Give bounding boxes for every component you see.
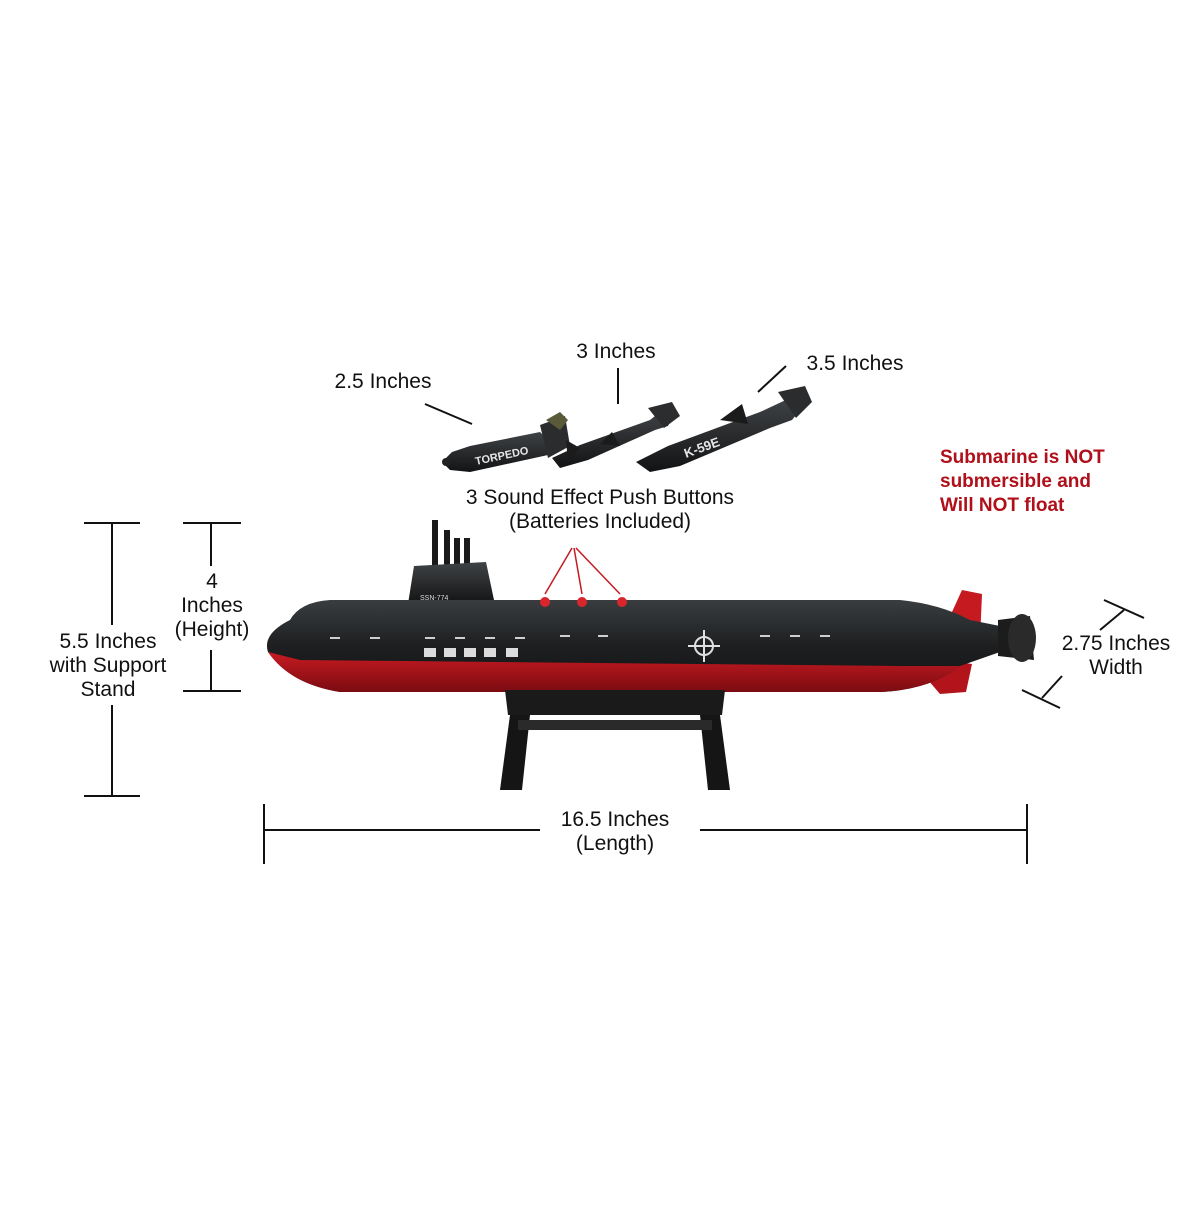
length-label-line2: (Length) bbox=[575, 832, 655, 855]
long-missile: K-59E bbox=[636, 386, 812, 472]
missile2-size-label: 3 Inches bbox=[576, 340, 656, 363]
warning-line3: Will NOT float bbox=[940, 495, 1065, 516]
sound-button[interactable] bbox=[540, 597, 550, 607]
length-label: 16.5 Inches (Length) bbox=[530, 808, 700, 856]
stand-height-label: 5.5 Inches with Support Stand bbox=[28, 630, 188, 702]
leader-line bbox=[573, 547, 583, 595]
hull-number: SSN-774 bbox=[420, 595, 449, 602]
torpedo-missile: TORPEDO bbox=[442, 412, 570, 472]
height-label-line1: 4 bbox=[206, 570, 218, 593]
height-label: 4 Inches (Height) bbox=[160, 570, 264, 642]
stand-height-dimension bbox=[84, 522, 140, 797]
stand-label-line3: Stand bbox=[80, 678, 136, 701]
missile1-size-label: 2.5 Inches bbox=[334, 370, 432, 393]
width-label-line1: 2.75 Inches bbox=[1061, 632, 1171, 655]
warning-note: Submarine is NOT submersible and Will NO… bbox=[940, 446, 1105, 518]
length-label-line1: 16.5 Inches bbox=[560, 808, 670, 831]
leader-line bbox=[757, 365, 787, 393]
sound-button[interactable] bbox=[577, 597, 587, 607]
missile3-size-label: 3.5 Inches bbox=[806, 352, 904, 375]
width-dimension bbox=[1021, 599, 1145, 709]
submarine: SSN-774 bbox=[266, 520, 1036, 790]
small-missile bbox=[552, 402, 680, 468]
leader-line bbox=[424, 403, 473, 425]
buttons-label: 3 Sound Effect Push Buttons (Batteries I… bbox=[440, 486, 760, 534]
warning-line1: Submarine is NOT bbox=[940, 447, 1105, 468]
stand-label-line2: with Support bbox=[49, 654, 167, 677]
length-dimension bbox=[263, 804, 1028, 864]
sound-button[interactable] bbox=[617, 597, 627, 607]
buttons-label-line1: 3 Sound Effect Push Buttons bbox=[465, 486, 735, 509]
height-label-line2: Inches bbox=[181, 594, 243, 617]
height-label-line3: (Height) bbox=[174, 618, 250, 641]
width-label: 2.75 Inches Width bbox=[1040, 632, 1192, 680]
leader-line bbox=[544, 547, 573, 595]
warning-line2: submersible and bbox=[940, 471, 1091, 492]
stand-label-line1: 5.5 Inches bbox=[59, 630, 157, 653]
height-dimension bbox=[183, 522, 241, 692]
leader-line bbox=[575, 547, 621, 595]
width-label-line2: Width bbox=[1089, 656, 1143, 679]
buttons-label-line2: (Batteries Included) bbox=[508, 510, 692, 533]
